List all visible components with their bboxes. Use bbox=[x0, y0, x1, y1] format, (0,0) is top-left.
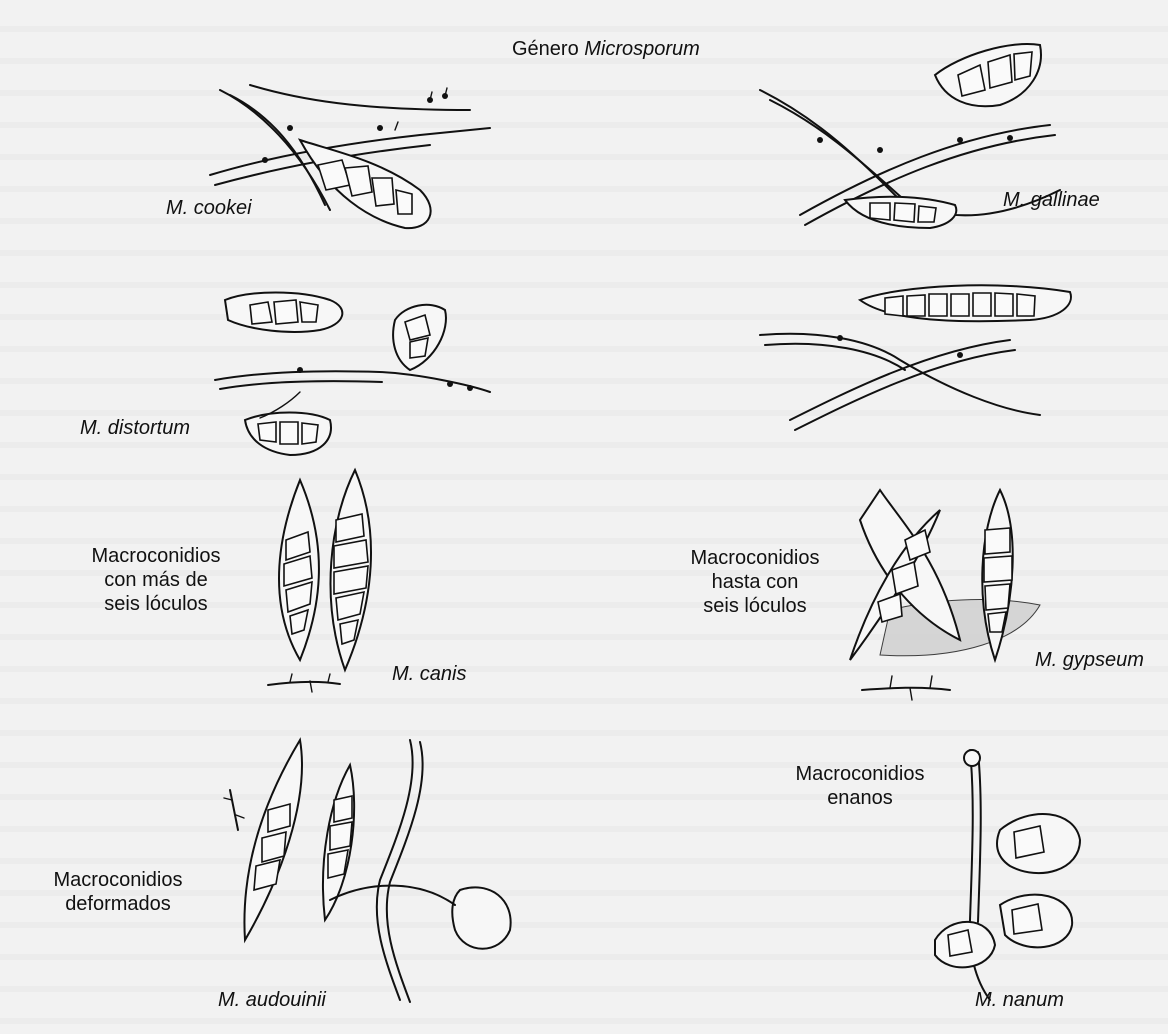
label-m-gallinae: M. gallinae bbox=[1003, 188, 1100, 212]
label-m-audouinii: M. audouinii bbox=[218, 988, 326, 1012]
more-than-six-line-3: seis lóculos bbox=[56, 592, 256, 616]
label-m-cookei: M. cookei bbox=[166, 196, 252, 220]
up-to-six-line-3: seis lóculos bbox=[655, 594, 855, 618]
up-to-six-line-2: hasta con bbox=[655, 570, 855, 594]
figure-title-genus: Microsporum bbox=[584, 38, 700, 60]
label-m-nanum: M. nanum bbox=[975, 988, 1064, 1012]
canis-drawing bbox=[268, 470, 371, 692]
dwarf-line-1: Macroconidios bbox=[770, 762, 950, 786]
deformed-line-1: Macroconidios bbox=[28, 868, 208, 892]
label-macroconidia-up-to-six: Macroconidios hasta con seis lóculos bbox=[655, 546, 855, 618]
up-to-six-upper-drawing bbox=[760, 285, 1071, 430]
label-m-distortum: M. distortum bbox=[80, 416, 190, 440]
distortum-drawing bbox=[215, 293, 490, 456]
figure-title-prefix: Género bbox=[512, 38, 584, 60]
deformed-line-2: deformados bbox=[28, 892, 208, 916]
audouinii-drawing bbox=[224, 740, 511, 1002]
label-m-gypseum: M. gypseum bbox=[1035, 648, 1144, 672]
label-macroconidia-more-than-six: Macroconidios con más de seis lóculos bbox=[56, 544, 256, 616]
label-macroconidia-dwarf: Macroconidios enanos bbox=[770, 762, 950, 810]
up-to-six-line-1: Macroconidios bbox=[655, 546, 855, 570]
figure-title: Género Microsporum bbox=[512, 37, 700, 61]
gypseum-drawing bbox=[850, 490, 1040, 700]
cookei-drawing bbox=[210, 85, 490, 228]
label-m-canis: M. canis bbox=[392, 662, 466, 686]
more-than-six-line-1: Macroconidios bbox=[56, 544, 256, 568]
more-than-six-line-2: con más de bbox=[56, 568, 256, 592]
nanum-drawing bbox=[935, 750, 1080, 1000]
label-macroconidia-deformed: Macroconidios deformados bbox=[28, 868, 208, 916]
dwarf-line-2: enanos bbox=[770, 786, 950, 810]
